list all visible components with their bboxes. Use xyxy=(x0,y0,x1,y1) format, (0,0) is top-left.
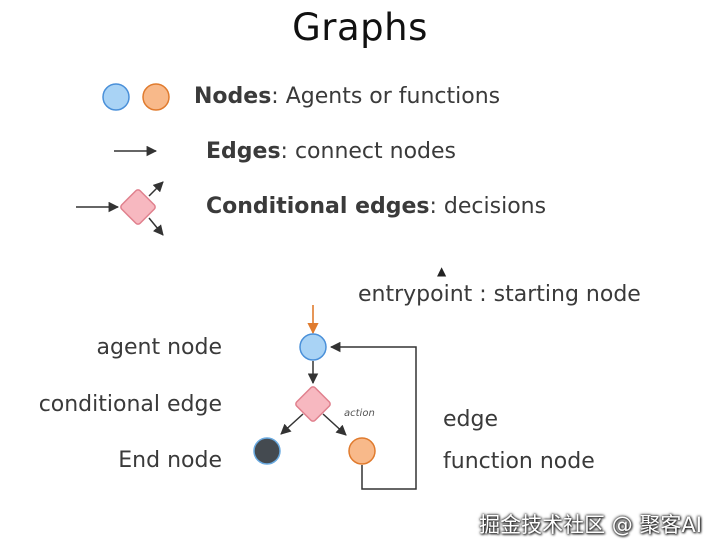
mouse-cursor-icon: ▲ xyxy=(437,264,447,278)
function-to-agent-loop-edge xyxy=(329,341,417,490)
legend-conditional-bold: Conditional edges xyxy=(206,194,430,219)
legend-nodes-rest: : Agents or functions xyxy=(271,84,501,109)
edge-label: edge xyxy=(443,407,498,432)
conditional-to-end-edge xyxy=(280,413,304,435)
conditional-edge-node xyxy=(295,386,331,422)
legend-function-node-icon xyxy=(142,83,170,111)
function-node xyxy=(348,437,376,465)
legend-edges-rest: : connect nodes xyxy=(280,139,457,164)
watermark-text: 掘金技术社区 @ 聚客AI xyxy=(479,513,702,537)
legend-conditional-rest: : decisions xyxy=(429,194,547,219)
function-node-label: function node xyxy=(443,449,595,474)
legend-agent-node-icon xyxy=(102,83,130,111)
end-node-label: End node xyxy=(118,448,222,473)
end-node xyxy=(253,437,281,465)
entrypoint-label: entrypoint : starting node xyxy=(358,282,641,307)
agent-node xyxy=(299,333,327,361)
legend-nodes-bold: Nodes xyxy=(194,84,272,109)
legend-edges-text: Edges: connect nodes xyxy=(206,139,456,164)
agent-node-label: agent node xyxy=(96,335,222,360)
legend-conditional-text: Conditional edges: decisions xyxy=(206,194,546,219)
legend-edges-bold: Edges xyxy=(206,139,281,164)
legend-nodes-text: Nodes: Agents or functions xyxy=(194,84,500,109)
page-title: Graphs xyxy=(292,6,428,49)
conditional-edge-label: conditional edge xyxy=(38,392,222,417)
action-label: action xyxy=(344,408,375,419)
conditional-to-function-edge xyxy=(322,413,347,436)
legend-conditional-edge-icon xyxy=(76,181,164,236)
